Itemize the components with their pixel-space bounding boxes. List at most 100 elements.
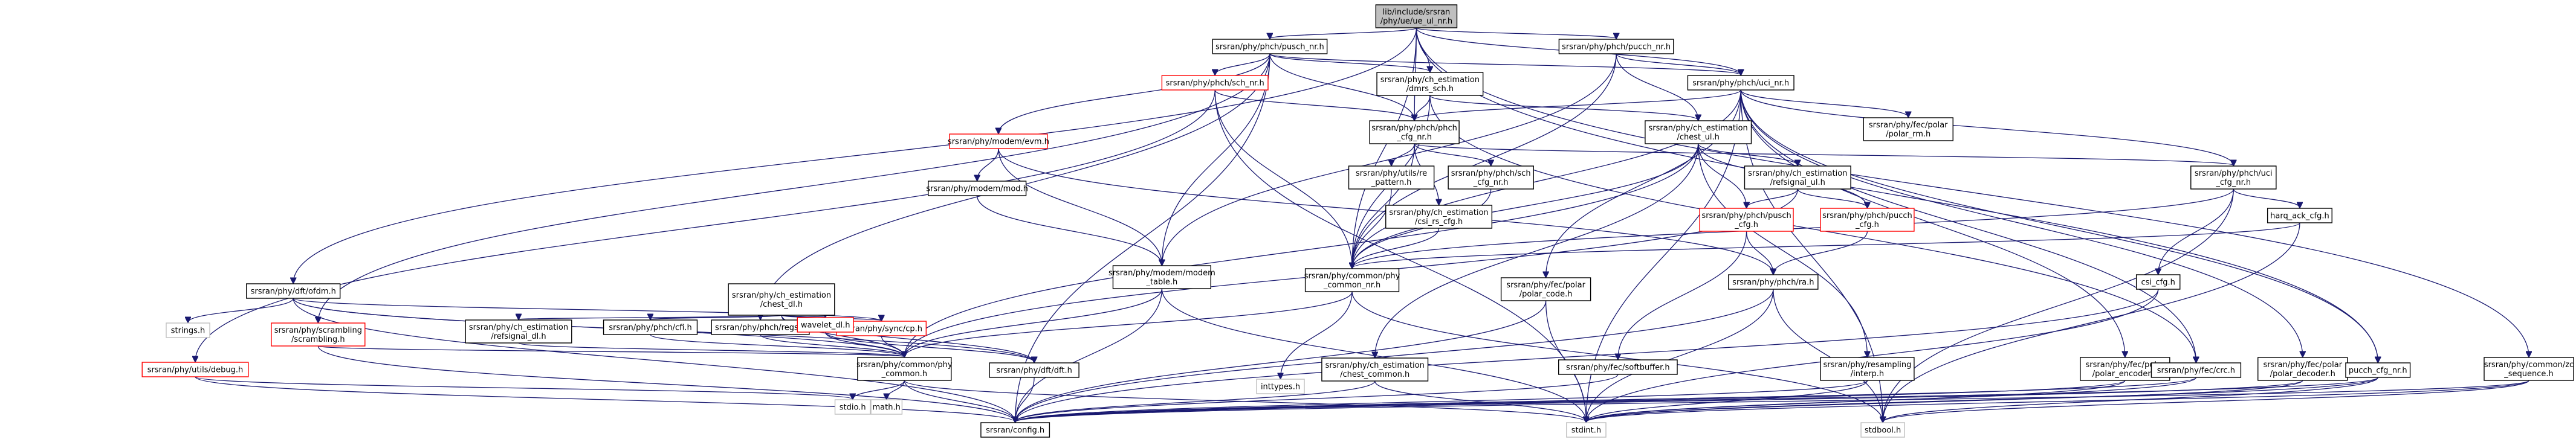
- edge-n14-n19: [2233, 188, 2300, 208]
- header-node-n32[interactable]: srsran/phy/utils/debug.h: [141, 362, 249, 377]
- header-node-n15[interactable]: srsran/phy/modem/mod.h: [926, 181, 1028, 196]
- header-node-n19[interactable]: harq_ack_cfg.h: [2267, 208, 2332, 223]
- header-node-n17[interactable]: srsran/phy/phch/pusch_cfg.h: [1699, 208, 1794, 232]
- edge-n43-n34: [825, 331, 1034, 362]
- node-label: srsran/phy/phch/uci_nr.h: [1692, 79, 1789, 88]
- node-box: [1558, 359, 1678, 375]
- header-node-n8[interactable]: srsran/phy/ch_estimation/chest_ul.h: [1645, 120, 1752, 144]
- header-node-n12[interactable]: srsran/phy/phch/sch_cfg_nr.h: [1448, 165, 1534, 190]
- header-node-n5[interactable]: srsran/phy/ch_estimation/dmrs_sch.h: [1376, 72, 1484, 96]
- header-node-n2[interactable]: srsran/phy/phch/pucch_nr.h: [1558, 39, 1674, 54]
- edge-n13-n17: [1747, 188, 1798, 208]
- node-label: lib/include/srsran: [1383, 8, 1451, 17]
- header-node-n28[interactable]: csi_cfg.h: [2135, 274, 2181, 290]
- header-node-n14[interactable]: srsran/phy/phch/uci_cfg_nr.h: [2190, 165, 2277, 190]
- edge-n27-n48: [1586, 289, 1774, 422]
- header-node-n18[interactable]: srsran/phy/phch/pucch_cfg.h: [1820, 208, 1915, 232]
- header-node-n33[interactable]: srsran/phy/common/phy_common.h: [856, 357, 953, 381]
- edge-n35-n48: [1374, 380, 1587, 422]
- edge-n32-n47: [195, 376, 1015, 422]
- edge-n8-n25: [1352, 143, 1699, 268]
- header-node-n20[interactable]: srsran/phy/ch_estimation/chest_dl.h: [728, 283, 835, 316]
- header-node-root[interactable]: lib/include/srsran/phy/ue/ue_ul_nr.h: [1375, 4, 1458, 28]
- header-node-n4[interactable]: srsran/phy/phch/sch_nr.h: [1161, 75, 1269, 91]
- header-node-n7[interactable]: srsran/phy/phch/phch_cfg_nr.h: [1369, 120, 1460, 144]
- edge-n33-n46: [887, 380, 905, 399]
- edge-n31-n33: [881, 335, 904, 357]
- edge-n1-n4: [1215, 53, 1270, 75]
- edge-root-n3: [293, 27, 1417, 283]
- header-node-n29[interactable]: srsran/phy/ch_estimation/refsignal_dl.h: [465, 319, 572, 344]
- edge-n13-n18: [1797, 188, 1867, 208]
- header-node-n6[interactable]: srsran/phy/phch/uci_nr.h: [1687, 75, 1794, 91]
- node-box: [1566, 422, 1607, 438]
- edge-root-n42: [1416, 27, 2529, 357]
- node-box: [1212, 39, 1328, 54]
- header-node-n25[interactable]: srsran/phy/common/phy_common_nr.h: [1304, 268, 1400, 292]
- edge-n6-n14: [1740, 89, 2233, 165]
- node-label: srsran/phy/fec/polar: [1506, 281, 1585, 290]
- header-node-n43[interactable]: wavelet_dl.h: [797, 317, 854, 333]
- node-label: srsran/phy/phch/regs.h: [715, 324, 806, 333]
- node-label: srsran/phy/modem/evm.h: [948, 138, 1049, 147]
- edge-n6-n9: [1740, 89, 1908, 117]
- edge-n8-n37: [1698, 143, 1868, 357]
- node-box: [2345, 362, 2411, 378]
- header-node-n41[interactable]: pucch_cfg_nr.h: [2345, 362, 2411, 378]
- edge-n8-n33: [904, 143, 1699, 357]
- node-box: [1448, 165, 1534, 190]
- header-node-n27[interactable]: srsran/phy/phch/ra.h: [1728, 274, 1819, 290]
- header-node-n34[interactable]: srsran/phy/dft/dft.h: [989, 362, 1079, 378]
- header-node-n22[interactable]: srsran/phy/scrambling/scrambling.h: [271, 322, 366, 347]
- header-node-n10[interactable]: srsran/phy/modem/evm.h: [948, 133, 1049, 149]
- header-node-n42[interactable]: srsran/phy/common/zc_sequence.h: [2484, 357, 2574, 381]
- edge-n2-n25: [1352, 53, 1617, 268]
- header-node-n26[interactable]: srsran/phy/fec/polar/polar_code.h: [1500, 277, 1591, 301]
- node-label: /interp.h: [1851, 370, 1884, 379]
- edge-n1-n24: [1162, 53, 1270, 265]
- edge-n22-n33: [317, 345, 904, 357]
- header-node-n37[interactable]: srsran/phy/resampling/interp.h: [1820, 357, 1915, 381]
- edge-n14-n28: [2158, 188, 2234, 274]
- edge-n8-n13: [1698, 143, 1798, 165]
- header-node-n36[interactable]: srsran/phy/fec/softbuffer.h: [1558, 359, 1678, 375]
- node-label: /chest_ul.h: [1677, 133, 1719, 142]
- header-node-n24[interactable]: srsran/phy/modem/modem_table.h: [1108, 265, 1215, 289]
- node-label: srsran/phy/fec/polar: [1869, 121, 1948, 130]
- header-node-n11[interactable]: srsran/phy/utils/re_pattern.h: [1348, 165, 1435, 190]
- node-box: [246, 283, 341, 299]
- header-node-n47[interactable]: srsran/config.h: [980, 422, 1050, 438]
- node-label: _pattern.h: [1371, 178, 1412, 187]
- node-box: [1112, 265, 1211, 289]
- header-node-n40[interactable]: srsran/phy/fec/polar/polar_decoder.h: [2257, 357, 2348, 381]
- header-node-n35[interactable]: srsran/phy/ch_estimation/chest_common.h: [1321, 357, 1429, 382]
- edge-root-n41: [1416, 27, 2378, 362]
- node-label: srsran/phy/phch/pucch_nr.h: [1562, 43, 1671, 52]
- edge-n3-n21: [188, 298, 294, 322]
- node-label: /chest_dl.h: [760, 300, 803, 309]
- node-label: stdbool.h: [1865, 426, 1901, 435]
- header-node-n16[interactable]: srsran/phy/ch_estimation/csi_rs_cfg.h: [1385, 205, 1493, 229]
- header-node-n9[interactable]: srsran/phy/fec/polar/polar_rm.h: [1863, 117, 1953, 141]
- edge-n27-n49: [1773, 289, 1883, 422]
- header-node-n1[interactable]: srsran/phy/phch/pusch_nr.h: [1212, 39, 1328, 54]
- node-label: /polar_decoder.h: [2270, 370, 2335, 379]
- node-label: srsran/phy/modem/mod.h: [926, 185, 1028, 194]
- header-node-n13[interactable]: srsran/phy/ch_estimation/refsignal_ul.h: [1744, 165, 1851, 190]
- node-box: [989, 362, 1079, 378]
- header-node-n44: inttypes.h: [1256, 379, 1305, 394]
- edge-n41-n47: [1015, 377, 2378, 422]
- edge-n6-n41: [1740, 89, 2378, 362]
- node-label: /phy/ue/ue_ul_nr.h: [1380, 17, 1452, 26]
- header-nodes: lib/include/srsran/phy/ue/ue_ul_nr.hsrsr…: [141, 4, 2574, 438]
- header-node-n23[interactable]: srsran/phy/phch/regs.h: [711, 319, 810, 335]
- node-box: [1385, 205, 1493, 229]
- edge-n2-n8: [1616, 53, 1698, 120]
- node-label: srsran/phy/ch_estimation: [1380, 75, 1480, 85]
- header-node-n39[interactable]: srsran/phy/fec/crc.h: [2150, 362, 2242, 378]
- header-node-n48: stdint.h: [1566, 422, 1607, 438]
- header-node-n30[interactable]: srsran/phy/phch/cfi.h: [603, 319, 698, 335]
- node-label: srsran/phy/utils/re: [1356, 169, 1427, 178]
- header-node-n3[interactable]: srsran/phy/dft/ofdm.h: [246, 283, 341, 299]
